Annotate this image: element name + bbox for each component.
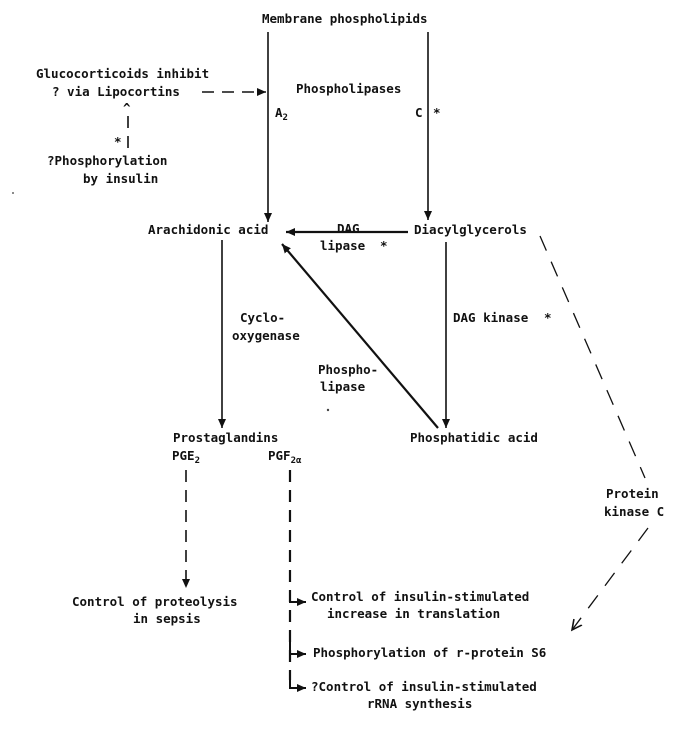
lipocortins-label: ? via Lipocortins (52, 84, 180, 99)
proteolysis-label-line2: in sepsis (133, 611, 201, 626)
phosphorylation-label: ?Phosphorylation (47, 153, 167, 168)
diacylglycerols-label: Diacylglycerols (414, 222, 527, 237)
phospholipase-label-line1: Phospho- (318, 362, 378, 377)
pge-text: PGE (172, 448, 195, 463)
pkc-to-s6-arrow (572, 527, 649, 630)
phospholipase-c-label: C (415, 105, 423, 120)
pgf2a-label: PGF2α (268, 448, 302, 466)
rrna-label-line2: rRNA synthesis (367, 696, 472, 711)
glucocorticoids-label: Glucocorticoids inhibit (36, 66, 209, 81)
arachidonic-acid-label: Arachidonic acid (148, 222, 268, 237)
translation-label-line2: increase in translation (327, 606, 500, 621)
dag-label: DAG (337, 221, 360, 236)
rrna-label-line1: ?Control of insulin-stimulated (311, 679, 537, 694)
phospholipase-a-letter: A (275, 105, 283, 120)
by-insulin-label: by insulin (83, 171, 158, 186)
s6-phosphorylation-label: Phosphorylation of r-protein S6 (313, 645, 546, 660)
prostaglandins-label: Prostaglandins (173, 430, 278, 445)
phospholipase-a-subscript: 2 (283, 113, 288, 123)
phospholipase-a2-label: A2 (275, 105, 288, 123)
protein-kinase-c-label-line2: kinase C (604, 504, 664, 519)
pla-upward-arrow-label: ^ (123, 100, 131, 115)
membrane-phospholipids-label: Membrane phospholipids (262, 11, 428, 26)
pgf2a-to-rrna-arrow (289, 678, 306, 692)
stray-mark (326, 408, 330, 412)
cyclooxygenase-label-line2: oxygenase (232, 328, 300, 343)
phosphatidic-acid-label: Phosphatidic acid (410, 430, 538, 445)
proteolysis-label-line1: Control of proteolysis (72, 594, 238, 609)
cyclooxygenase-label-line1: Cyclo- (240, 310, 285, 325)
diacylglycerols-to-pkc-line (539, 235, 646, 479)
dag-lipase-label: lipase (320, 238, 366, 253)
dag-kinase-star: * (544, 310, 552, 325)
pgf2a-to-s6-arrow (289, 640, 306, 658)
pgf-text: PGF (268, 448, 291, 463)
phospholipase-return-arrow (281, 243, 439, 429)
pgf-subscript: 2α (291, 456, 302, 466)
pge-subscript: 2 (195, 456, 200, 466)
phospholipase-c-star: * (433, 105, 441, 120)
dag-lipase-star: * (380, 238, 388, 253)
pgf2a-to-translation-arrow (289, 590, 306, 606)
phospholipases-label: Phospholipases (296, 81, 401, 96)
insulin-phosphorylation-star: * (114, 134, 122, 149)
pge2-label: PGE2 (172, 448, 200, 466)
stray-mark-left (12, 192, 14, 194)
translation-label-line1: Control of insulin-stimulated (311, 589, 529, 604)
protein-kinase-c-label-line1: Protein (606, 486, 659, 501)
dag-kinase-label: DAG kinase (453, 310, 529, 325)
phospholipase-label-line2: lipase (320, 379, 366, 394)
